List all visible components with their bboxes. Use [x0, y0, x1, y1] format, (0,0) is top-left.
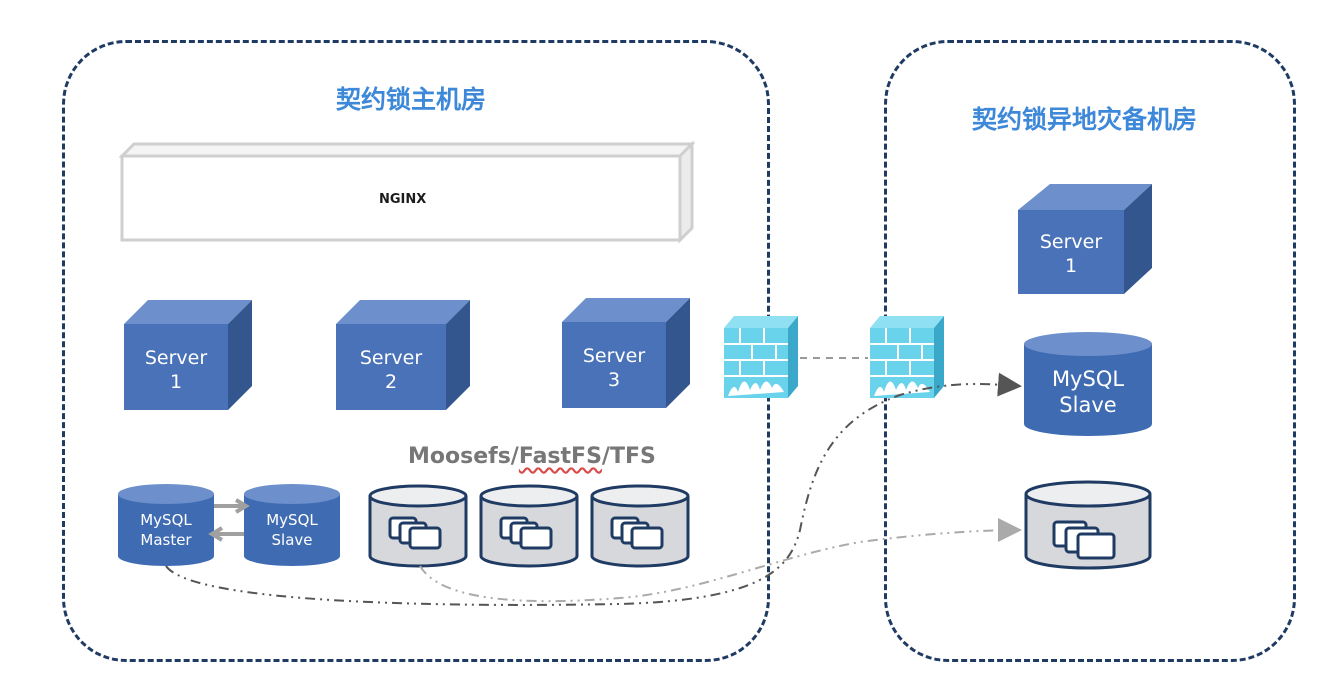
fs-label-part: FastFS — [518, 444, 602, 469]
server-label: Server — [360, 347, 422, 369]
db-label-line1: MySQL — [140, 511, 192, 529]
backup-mysql-slave-database: MySQL Slave — [1024, 332, 1152, 436]
file-storage-node-2 — [479, 484, 579, 568]
backup-file-storage-node — [1024, 480, 1152, 570]
server-number: 3 — [608, 369, 620, 391]
files-icon — [1052, 520, 1116, 560]
nginx-logo-icon: NGINX — [379, 192, 426, 207]
main-room-title: 契约锁主机房 — [336, 85, 487, 114]
server-label: Server — [583, 345, 645, 367]
mysql-sync-line — [165, 372, 1022, 606]
file-system-label: Moosefs/FastFS/TFS — [408, 444, 656, 469]
firewall-main-icon — [724, 316, 798, 398]
files-icon — [610, 516, 664, 550]
firewall-backup-icon — [870, 316, 944, 398]
server-number: 1 — [1065, 255, 1077, 277]
server-1: Server 1 — [124, 300, 252, 410]
fs-label-part: /TFS — [601, 444, 656, 469]
server-number: 2 — [385, 371, 397, 393]
db-label-line2: Slave — [272, 531, 313, 549]
files-icon — [388, 516, 442, 550]
file-storage-node-1 — [368, 484, 468, 568]
replication-arrows-icon — [208, 498, 250, 542]
nginx-logo-text: NGINX — [379, 192, 426, 207]
server-label: Server — [145, 347, 207, 369]
fs-label-part: Moosefs/ — [408, 444, 519, 469]
db-label-line2: Slave — [1059, 393, 1116, 417]
file-storage-node-3 — [590, 484, 690, 568]
server-number: 1 — [170, 371, 182, 393]
backup-server-1: Server 1 — [1018, 184, 1152, 294]
db-label-line1: MySQL — [266, 511, 318, 529]
server-label: Server — [1040, 231, 1102, 253]
server-3: Server 3 — [562, 298, 690, 408]
mysql-slave-database: MySQL Slave — [244, 484, 340, 566]
db-label-line2: Master — [140, 531, 192, 549]
backup-room-title: 契约锁异地灾备机房 — [972, 105, 1198, 134]
server-2: Server 2 — [336, 300, 470, 410]
mysql-master-database: MySQL Master — [118, 484, 214, 566]
nginx-load-balancer: NGINX — [118, 140, 696, 244]
db-label-line1: MySQL — [1052, 367, 1124, 391]
files-icon — [499, 516, 553, 550]
